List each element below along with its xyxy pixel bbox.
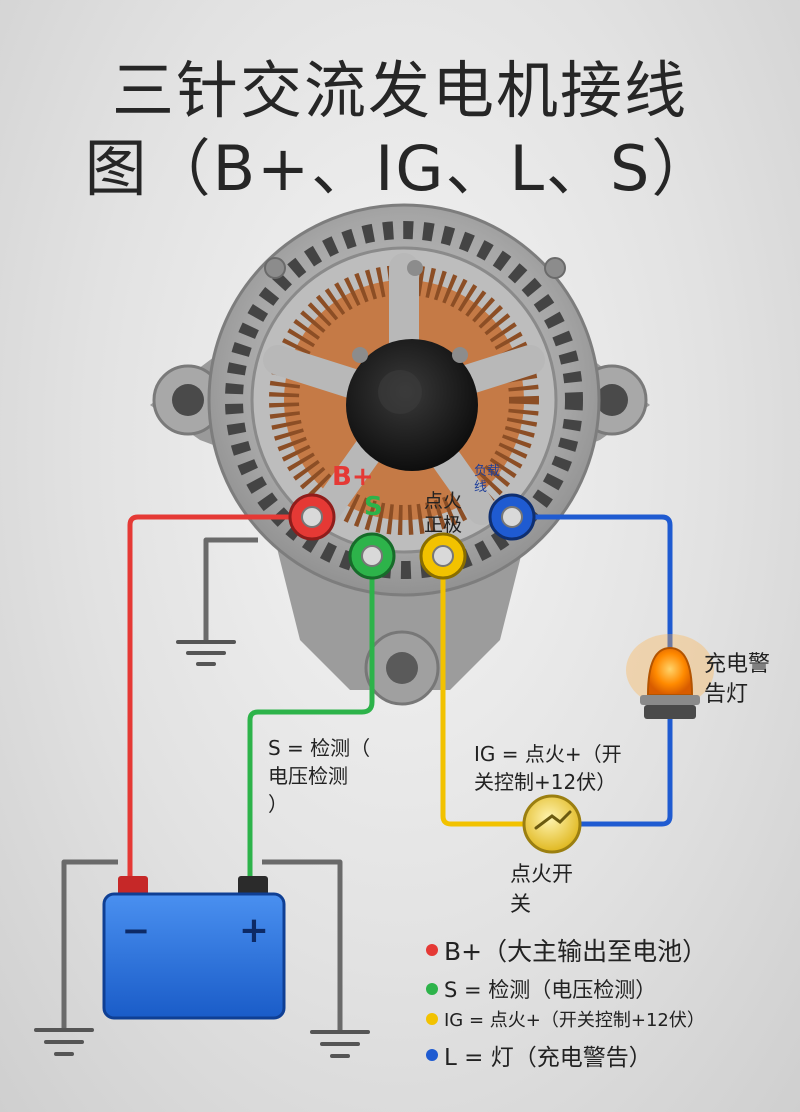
vent-slots xyxy=(225,221,583,579)
battery-icon xyxy=(102,876,286,1020)
terminal-ig-label-line2: 正极 xyxy=(424,514,463,536)
terminal-b-plus xyxy=(288,493,336,541)
blue-wire-lamp-to-switch xyxy=(577,712,673,827)
wires xyxy=(127,514,673,883)
ig-wire-annotation-line1: IG = 点火+（开 xyxy=(474,742,622,766)
green-wire-s xyxy=(247,553,375,883)
terminal-l-label-line1: 负载 xyxy=(474,464,501,479)
s-wire-annotation-line3: ） xyxy=(268,792,288,816)
legend-dot-blue xyxy=(426,1049,438,1061)
legend-dot-green xyxy=(426,983,438,995)
legend-item-b-plus: B+（大主输出至电池） xyxy=(426,932,707,968)
s-wire-annotation-line2: 电压检测 xyxy=(268,764,348,788)
lamp-label-line2: 告灯 xyxy=(704,682,749,707)
legend-text: S = 检测（电压检测） xyxy=(444,978,657,1002)
battery-plus-ground-wire xyxy=(262,859,343,1030)
ground-symbol-battery-left xyxy=(34,1028,94,1056)
legend-item-s: S = 检测（电压检测） xyxy=(426,974,656,1004)
ignition-switch-icon xyxy=(522,794,582,854)
ground-symbol-alternator xyxy=(176,640,236,666)
page-title-line1: 三针交流发电机接线 xyxy=(111,54,688,127)
terminal-l xyxy=(488,493,536,541)
legend-text: L = 灯（充电警告） xyxy=(444,1045,652,1071)
blue-wire-l-to-lamp xyxy=(509,514,673,663)
legend-text: IG = 点火+（开关控制+12伏） xyxy=(444,1010,705,1031)
ig-wire-annotation-line2: 关控制+12伏） xyxy=(474,770,617,794)
legend-dot-yellow xyxy=(426,1013,438,1025)
legend-text: B+（大主输出至电池） xyxy=(444,937,708,966)
yellow-wire-ig xyxy=(440,553,527,827)
switch-label-line2: 关 xyxy=(510,892,531,916)
page-title-line2: 图（B+、IG、L、S） xyxy=(84,132,716,205)
lamp-label-line1: 充电警 xyxy=(704,652,771,677)
battery-minus-label: − xyxy=(122,911,151,951)
charge-warning-lamp-icon xyxy=(626,634,714,719)
alternator-ground-wire xyxy=(203,537,258,640)
terminal-ig-label-line1: 点火 xyxy=(424,490,463,512)
legend-dot-red xyxy=(426,944,438,956)
ground-wires xyxy=(61,537,343,1030)
legend-item-ig: IG = 点火+（开关控制+12伏） xyxy=(426,1006,705,1032)
red-wire-b-plus xyxy=(127,514,315,883)
switch-label-line1: 点火开 xyxy=(510,862,573,886)
terminal-ig xyxy=(419,532,467,580)
terminal-s-label: S xyxy=(364,492,383,522)
alternator xyxy=(150,203,650,706)
s-wire-annotation-line1: S = 检测（ xyxy=(268,736,371,760)
battery-plus-label: + xyxy=(239,910,269,951)
ground-symbol-battery-right xyxy=(310,1030,370,1058)
terminal-l-label-line2: 线 xyxy=(474,480,488,495)
terminal-s xyxy=(348,532,396,580)
battery-minus-ground-wire xyxy=(61,859,118,1028)
legend-item-l: L = 灯（充电警告） xyxy=(426,1038,652,1072)
terminal-b-plus-label: B+ xyxy=(332,462,374,492)
